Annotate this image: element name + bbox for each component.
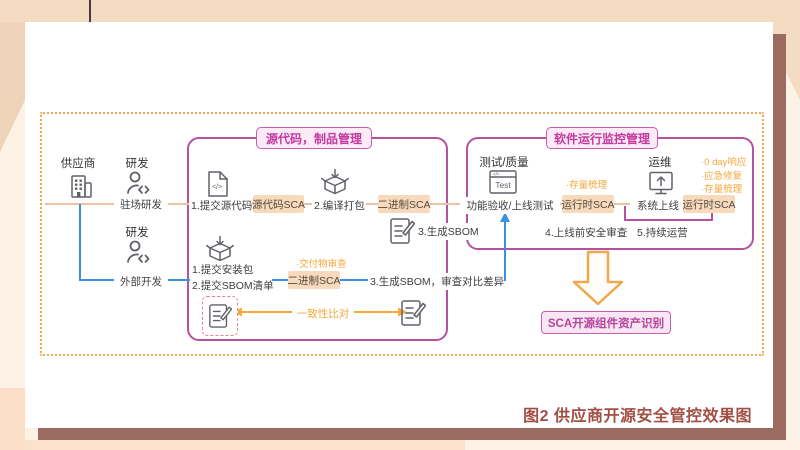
external-role-label: 研发 — [125, 227, 149, 239]
external-dev-label: 外部开发 — [114, 273, 168, 290]
source-code-file-icon: </> — [206, 170, 230, 198]
compile-package-step: 2.编译打包 — [312, 197, 366, 214]
test-window-icon: </> Test — [487, 168, 519, 196]
ops-notes-list: ·0 day响应 ·应急修复 ·存量梳理 — [701, 156, 746, 197]
diagram-dashed-frame — [40, 112, 764, 356]
pre-launch-review-step: 4.上线前安全审查 — [545, 227, 628, 239]
runtime-sca-badge: 运行时SCA — [561, 195, 615, 213]
binary-sca-badge: 二进制SCA — [377, 195, 431, 213]
figure-caption: 图2 供应商开源安全管控效果图 — [523, 408, 752, 425]
onsite-dev-label: 驻场研发 — [114, 196, 168, 213]
stock-review-note: ·存量梳理 — [701, 184, 743, 195]
building-icon — [66, 171, 96, 201]
svg-text:</>: </> — [212, 184, 222, 191]
emergency-fix-note: ·应急修复 — [701, 170, 743, 182]
sbom-document-icon — [400, 297, 426, 329]
sbom-reference-doc-frame — [202, 296, 238, 336]
monitor-upload-icon — [647, 170, 675, 196]
bottom-deco-strip — [25, 440, 465, 450]
submit-source-step: 1.提交源代码 — [189, 197, 252, 214]
stock-review-note: ·存量梳理 — [566, 180, 608, 191]
left-deco-block-bottom — [0, 388, 25, 450]
sbom-document-icon — [389, 216, 415, 246]
supplier-label: 供应商 — [60, 158, 96, 170]
developer-icon — [125, 239, 151, 265]
continuous-ops-step: 5.持续运营 — [637, 227, 688, 239]
test-quality-label: 测试/质量 — [479, 157, 529, 169]
top-deco-tick — [89, 0, 91, 24]
source-box-title: 源代码，制品管理 — [256, 127, 372, 149]
source-sca-badge: 源代码SCA — [252, 195, 305, 213]
runtime-box-title: 软件运行监控管理 — [546, 127, 658, 149]
runtime-sca-badge: 运行时SCA — [682, 195, 736, 213]
onsite-role-label: 研发 — [125, 158, 149, 170]
consistency-compare-label: 一致性比对 — [292, 305, 354, 322]
package-icon — [320, 168, 350, 198]
acceptance-test-step: 功能验收/上线测试 — [460, 197, 560, 214]
top-deco-band — [0, 0, 800, 22]
sbom-document-icon — [208, 302, 232, 330]
left-deco-block — [0, 22, 25, 152]
generate-sbom-step: 3.生成SBOM — [416, 223, 480, 240]
submit-installer-step: 1.提交安装包 — [190, 261, 258, 278]
sca-asset-identification-badge: SCA开源组件资产识别 — [541, 311, 671, 334]
developer-icon — [125, 170, 151, 196]
zero-day-note: ·0 day响应 — [701, 157, 747, 168]
generate-compare-sbom-step: 3.生成SBOM，审查对比差异 — [368, 273, 504, 290]
svg-text:Test: Test — [495, 180, 511, 190]
delivery-review-note: ·交付物审查 — [296, 259, 347, 270]
ops-label: 运维 — [648, 157, 672, 169]
svg-text:</>: </> — [493, 172, 500, 177]
system-online-step: 系统上线 — [630, 197, 686, 214]
submit-sbom-list-step: 2.提交SBOM清单 — [190, 277, 274, 294]
binary-sca-badge: 二进制SCA — [287, 271, 341, 289]
